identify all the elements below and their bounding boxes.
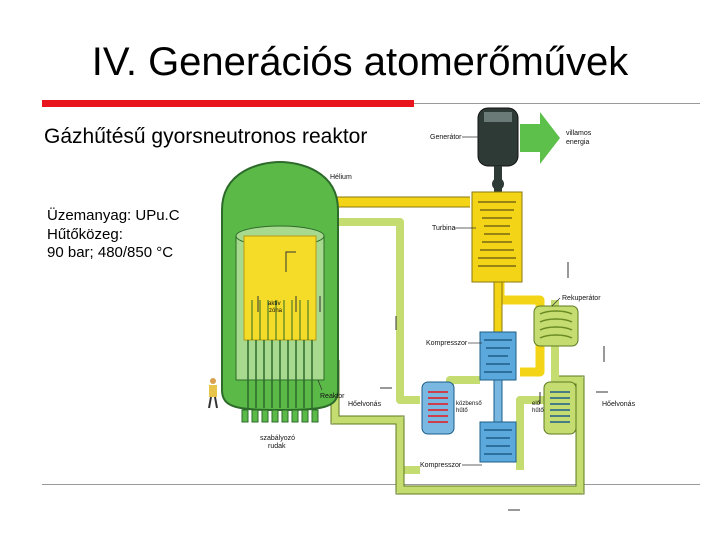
- label-heat-out-left: Hőelvonás: [348, 401, 382, 408]
- title-underline-rule: [414, 103, 700, 104]
- turbine: [471, 191, 523, 333]
- spec-coolant: Hűtőközeg:: [47, 225, 123, 243]
- label-control-rods-2: rudak: [268, 443, 286, 450]
- intercooler: [421, 381, 455, 435]
- label-electric-2: energia: [566, 139, 589, 146]
- spec-pressure-temp: 90 bar; 480/850 °C: [47, 244, 174, 261]
- footer-rule: [42, 484, 700, 485]
- reactor-specs: Üzemanyag: UPu.C Hűtőközeg: 90 bar; 480/…: [47, 207, 247, 263]
- recuperator: [533, 305, 579, 347]
- slide-title: IV. Generációs atomerőművek: [91, 40, 629, 84]
- label-compressor-top: Kompresszor: [426, 340, 468, 347]
- leader-lines: [317, 136, 561, 466]
- label-compressor-bottom: Kompresszor: [420, 462, 462, 469]
- reactor-vessel: [221, 160, 339, 412]
- person-scale-figure: [208, 378, 218, 409]
- label-helium: Hélium: [330, 174, 352, 181]
- label-turbine: Turbina: [432, 225, 456, 232]
- label-precooler-2: hűtő: [532, 408, 544, 414]
- label-core-2: zóna: [269, 308, 283, 314]
- label-core-1: aktív: [268, 301, 281, 307]
- control-rod-channels: [247, 340, 313, 408]
- precooler: [543, 381, 577, 435]
- reactor-type-heading: Gázhűtésű gyorsneutronos reaktor: [44, 125, 368, 148]
- generator: [477, 107, 519, 194]
- compressor-top: [479, 331, 517, 423]
- flow-arrow-core: [285, 251, 296, 272]
- compressor-bottom: [479, 421, 517, 463]
- electric-energy-arrow: [520, 112, 560, 164]
- label-intercooler-1: közbenső: [456, 401, 482, 407]
- flow-arrows: [380, 262, 608, 511]
- reactor-core: [243, 235, 317, 341]
- label-heat-out-right: Hőelvonás: [602, 401, 636, 408]
- label-precooler-1: elő: [532, 401, 541, 407]
- label-recuperator: Rekuperátor: [562, 295, 601, 302]
- control-rods: [241, 409, 319, 423]
- label-reactor: Reaktor: [320, 393, 345, 400]
- hot-pipe-outline: [330, 196, 470, 208]
- label-intercooler-2: hűtő: [456, 408, 468, 414]
- title-underline-accent: [42, 100, 414, 107]
- label-control-rods-1: szabályozó: [260, 435, 295, 442]
- fuel-rods: [251, 300, 309, 340]
- spec-fuel: Üzemanyag: UPu.C: [47, 207, 180, 224]
- label-generator: Generátor: [430, 134, 462, 141]
- label-electric-1: villamos: [566, 130, 592, 137]
- cool-pipe-outline: [330, 360, 585, 495]
